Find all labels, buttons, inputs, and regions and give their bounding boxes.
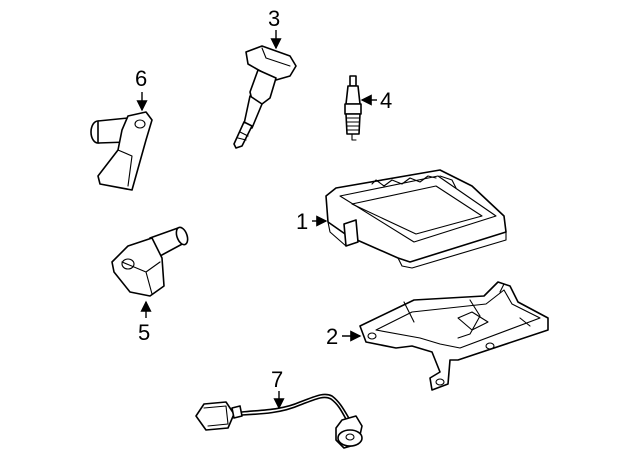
camshaft-sensor-part[interactable]: 6 [90, 66, 153, 191]
spark-plug-part[interactable]: 4 [344, 75, 392, 141]
callout-3: 3 [268, 6, 280, 31]
callout-7: 7 [271, 367, 283, 392]
bracket-part[interactable]: 2 [326, 281, 549, 391]
callout-6: 6 [135, 66, 147, 91]
knock-sensor-part[interactable]: 7 [195, 367, 363, 449]
callout-1: 1 [296, 209, 308, 234]
callout-4: 4 [380, 88, 392, 113]
callout-5: 5 [138, 320, 150, 345]
ignition-coil-part[interactable]: 3 [233, 6, 297, 149]
engine-control-module-part[interactable]: 1 [296, 169, 507, 269]
crankshaft-sensor-part[interactable]: 5 [111, 226, 190, 345]
callout-2: 2 [326, 324, 338, 349]
